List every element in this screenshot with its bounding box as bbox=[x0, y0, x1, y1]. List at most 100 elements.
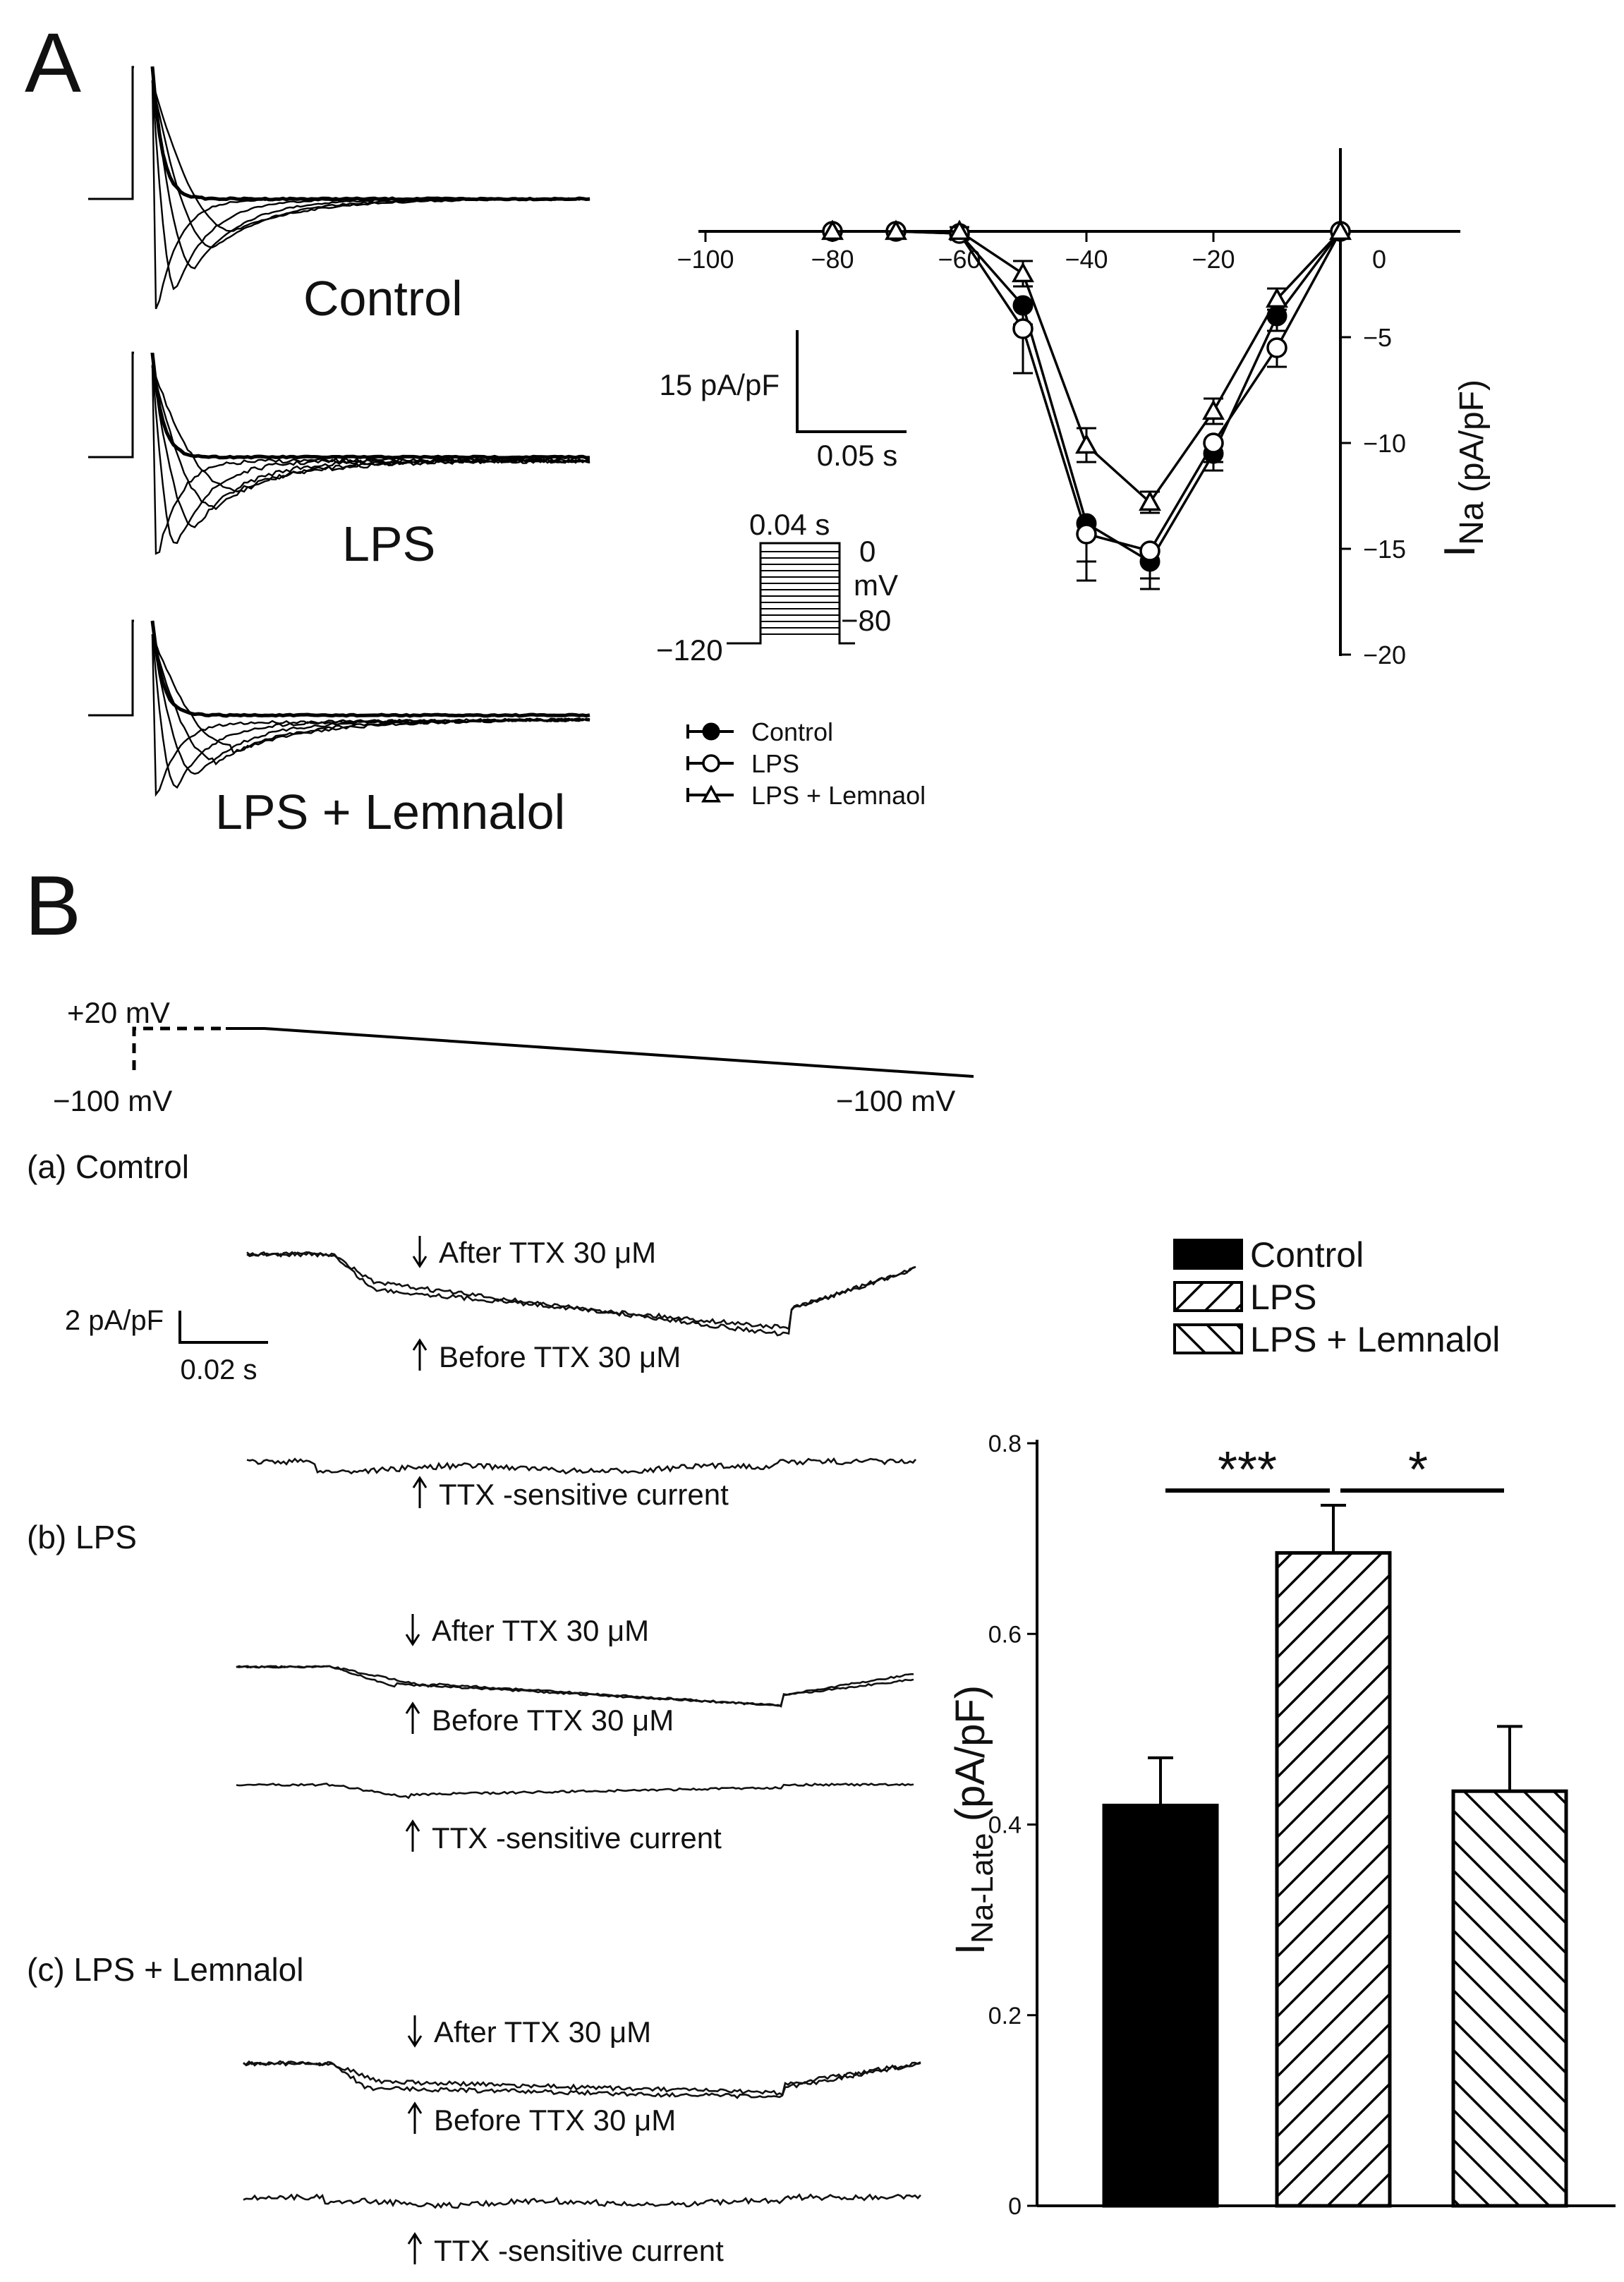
data-point-open-triangle bbox=[1139, 490, 1161, 511]
trace-a-before: Before TTX 30 μM bbox=[439, 1340, 681, 1373]
panel-a-label: A bbox=[25, 16, 81, 110]
trace-after-ttx bbox=[243, 2060, 921, 2099]
legend-entry: LPS bbox=[751, 749, 799, 778]
protocol-unit: mV bbox=[854, 569, 898, 602]
scale-bar-a-y-label: 15 pA/pF bbox=[660, 368, 780, 401]
trace-before-ttx bbox=[236, 1665, 914, 1707]
ramp-start-label: +20 mV bbox=[67, 996, 170, 1029]
data-point-open-triangle bbox=[821, 219, 844, 241]
iv-series-line bbox=[832, 230, 1342, 553]
current-trace-bold bbox=[150, 66, 590, 202]
voltage-protocol-a bbox=[727, 542, 855, 645]
bar-lps bbox=[1275, 1550, 1392, 2208]
arrow-up-head bbox=[412, 1476, 428, 1488]
trace-label-control: Control bbox=[303, 271, 463, 326]
significance-marker: *** bbox=[1218, 1442, 1277, 1498]
protocol-bottom-step: −80 bbox=[841, 604, 891, 637]
current-trace-bold bbox=[150, 353, 590, 460]
bar-y-tick-label: 0 bbox=[1008, 2193, 1022, 2220]
current-trace bbox=[151, 634, 590, 789]
iv-x-tick-label: −20 bbox=[1192, 245, 1235, 274]
data-point-open-triangle bbox=[1329, 219, 1352, 241]
trace-ttx-sensitive bbox=[236, 1783, 914, 1799]
bar-y-tick-label: 0.6 bbox=[988, 1621, 1022, 1648]
iv-y-tick-label: −15 bbox=[1363, 535, 1406, 564]
ramp-end-label: −100 mV bbox=[836, 1084, 955, 1117]
current-trace bbox=[151, 81, 590, 249]
arrow-up-head bbox=[405, 1819, 420, 1832]
protocol-top-voltage: 0 bbox=[859, 535, 875, 568]
trace-after-ttx bbox=[246, 1251, 916, 1330]
current-trace bbox=[151, 81, 590, 291]
data-point-filled-circle bbox=[702, 722, 720, 741]
current-trace bbox=[151, 635, 590, 766]
data-point-open-triangle bbox=[1202, 399, 1225, 420]
scale-bar-b: 2 pA/pF 0.02 s bbox=[65, 1305, 268, 1385]
trace-after-ttx bbox=[236, 1665, 914, 1708]
scale-bar-b-y-label: 2 pA/pF bbox=[65, 1305, 164, 1336]
iv-y-tick-label: −20 bbox=[1363, 641, 1406, 669]
data-point-open-triangle bbox=[701, 784, 721, 803]
capacitive-artifact bbox=[88, 66, 134, 200]
bar-y-tick-label: 0.8 bbox=[988, 1431, 1022, 1457]
iv-series-line bbox=[832, 230, 1342, 564]
bar-y-axis-label: INa-Late (pA/pF) bbox=[947, 1685, 1000, 1955]
panel-a-traces bbox=[88, 66, 590, 797]
protocol-outline bbox=[727, 542, 855, 645]
data-point-open-triangle bbox=[1075, 433, 1098, 454]
significance-marker: * bbox=[1408, 1442, 1428, 1498]
arrow-up-head bbox=[412, 1338, 428, 1351]
trace-c-after: After TTX 30 μM bbox=[434, 2015, 651, 2049]
iv-x-tick-label: −100 bbox=[677, 245, 734, 274]
current-trace bbox=[151, 80, 590, 232]
data-point-open-triangle bbox=[885, 219, 907, 241]
bar-legend-swatch bbox=[1173, 1323, 1243, 1354]
trace-a-after: After TTX 30 μM bbox=[439, 1236, 656, 1269]
trace-arrows bbox=[405, 1236, 428, 2264]
arrow-up-head bbox=[407, 2101, 423, 2114]
data-point-open-circle bbox=[1266, 337, 1287, 358]
protocol-hold: −120 bbox=[656, 633, 723, 667]
arrow-up-head bbox=[407, 2232, 423, 2245]
data-point-open-triangle bbox=[1012, 262, 1034, 283]
data-point-open-triangle bbox=[948, 219, 971, 241]
data-point-open-circle bbox=[1076, 523, 1097, 545]
bar-legend-swatch bbox=[1173, 1239, 1243, 1270]
bar-chart: 00.20.40.60.8**** bbox=[988, 1431, 1616, 2220]
iv-y-tick-label: −10 bbox=[1363, 429, 1406, 458]
trace-b-diff: TTX -sensitive current bbox=[432, 1821, 722, 1855]
arrow-up-head bbox=[405, 1701, 420, 1714]
capacitive-artifact bbox=[88, 619, 134, 717]
arrow-down-head bbox=[405, 1634, 420, 1646]
trace-label-lps: LPS bbox=[342, 516, 435, 571]
trace-heading-c: (c) LPS + Lemnalol bbox=[27, 1951, 303, 1988]
trace-heading-b: (b) LPS bbox=[27, 1519, 137, 1555]
trace-b-after: After TTX 30 μM bbox=[432, 1614, 649, 1647]
current-trace bbox=[151, 633, 590, 754]
data-point-open-circle bbox=[1203, 432, 1224, 454]
protocol-duration: 0.04 s bbox=[749, 508, 830, 541]
trace-c-diff: TTX -sensitive current bbox=[434, 2234, 724, 2267]
trace-ttx-sensitive bbox=[243, 2193, 921, 2209]
current-trace bbox=[151, 634, 590, 775]
arrow-down-head bbox=[407, 2035, 423, 2048]
iv-y-tick-label: −5 bbox=[1363, 323, 1392, 352]
capacitive-artifact bbox=[88, 351, 134, 459]
bar-y-axis-label-sub: Na-Late bbox=[965, 1833, 1000, 1943]
trace-a-diff: TTX -sensitive current bbox=[439, 1478, 729, 1511]
bar-legend-entry: LPS bbox=[1250, 1277, 1317, 1317]
bar-legend-swatch bbox=[1173, 1281, 1243, 1312]
iv-x-tick-label: −80 bbox=[811, 245, 854, 274]
data-point-open-triangle bbox=[1266, 287, 1288, 308]
trace-label-lps-lemnalol: LPS + Lemnalol bbox=[215, 784, 565, 839]
ramp-protocol: +20 mV −100 mV −100 mV bbox=[53, 996, 974, 1117]
iv-x-tick-label: 0 bbox=[1372, 245, 1386, 274]
bar-y-axis-label-unit: (pA/pF) bbox=[947, 1685, 993, 1833]
trace-ttx-sensitive bbox=[246, 1457, 916, 1475]
panel-b-label: B bbox=[25, 858, 81, 953]
iv-x-tick-label: −40 bbox=[1065, 245, 1108, 274]
